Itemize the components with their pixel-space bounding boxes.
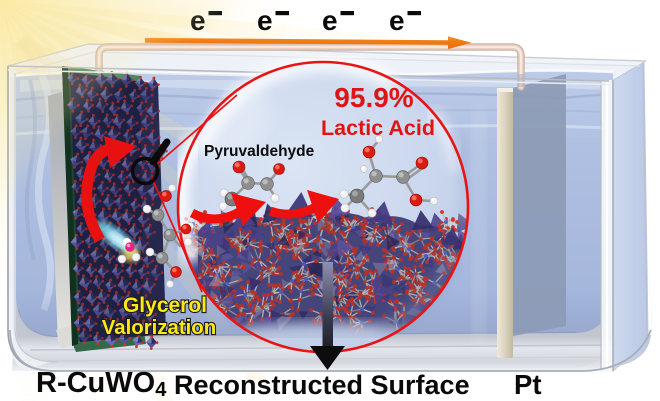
svg-text:Valorization: Valorization — [102, 317, 216, 339]
svg-text:R-CuWO4: R-CuWO4 — [36, 367, 167, 401]
svg-text:e: e — [389, 5, 405, 36]
svg-text:Pyruvaldehyde: Pyruvaldehyde — [204, 143, 315, 160]
svg-text:e: e — [257, 5, 273, 36]
svg-text:Reconstructed Surface: Reconstructed Surface — [174, 370, 470, 400]
svg-text:Pt: Pt — [514, 369, 542, 400]
svg-text:95.9%: 95.9% — [334, 82, 413, 113]
svg-text:Glycerol: Glycerol — [123, 294, 207, 317]
svg-text:e: e — [322, 5, 338, 36]
